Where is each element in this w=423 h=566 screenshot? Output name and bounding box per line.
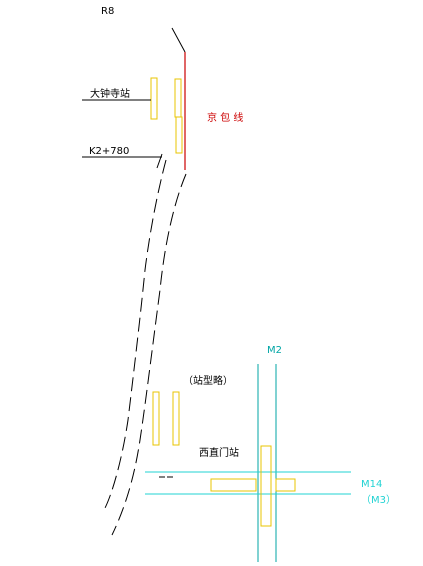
dashed-track-left [103,159,167,511]
dazhongsi-platform-right [174,78,182,118]
xizhimen-platform-right [172,391,180,446]
label-dazhongsi-station: 大钟寺站 [90,87,130,100]
xizhimen-platform-left [152,391,160,446]
label-m3: （M3） [361,494,396,506]
label-r8: R8 [101,6,114,17]
xizhimen-m14-platform-left [210,478,257,492]
xizhimen-m2-platform [260,445,272,527]
r8-diagonal-line [171,27,186,53]
dashed-track-right [111,173,187,536]
label-k2-780: K2+780 [89,146,129,157]
label-m2: M2 [267,345,282,356]
k2-780-short-diagonal [156,153,163,169]
label-station-omitted: （站型略） [183,374,233,387]
xizhimen-m14-platform-right [275,478,296,492]
dazhongsi-platform-lower [175,116,183,154]
label-jingbao-line: 京 包 线 [207,111,243,124]
label-m14: M14 [361,479,382,490]
label-xizhimen-station: 西直门站 [199,446,239,459]
dazhongsi-platform-left [150,77,158,120]
